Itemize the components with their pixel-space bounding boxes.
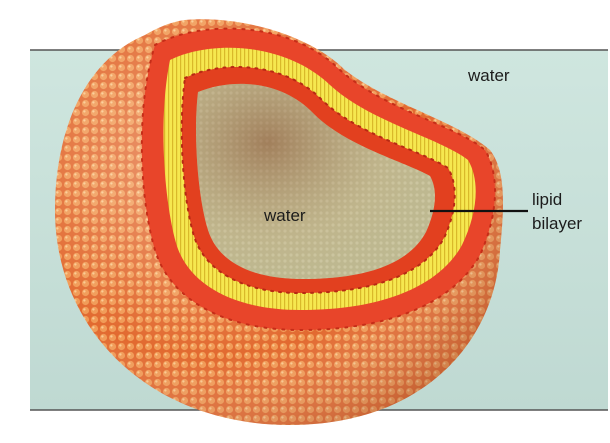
- lipid-bilayer-label-line2: bilayer: [532, 214, 582, 233]
- inner-water-label: water: [263, 206, 306, 225]
- outer-water-label: water: [467, 66, 510, 85]
- lipid-bilayer-label-line1: lipid: [532, 190, 562, 209]
